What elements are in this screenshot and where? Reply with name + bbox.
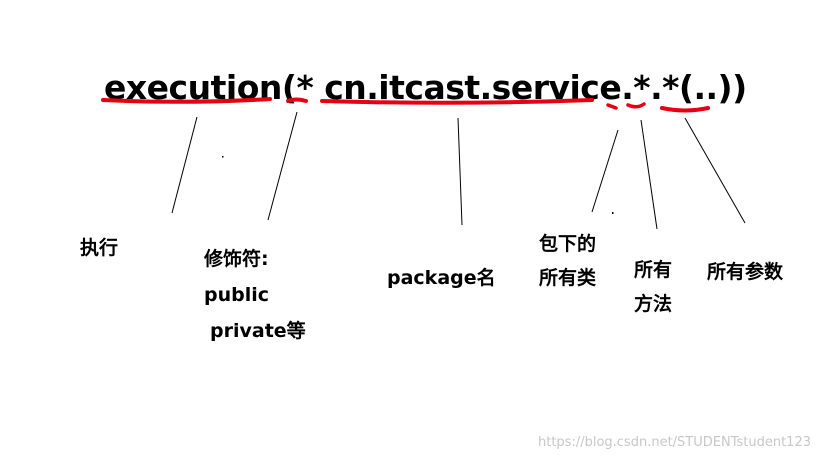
watermark: https://blog.csdn.net/STUDENTstudent123 bbox=[537, 435, 811, 450]
pointer-line-package bbox=[457, 117, 463, 226]
dot-separator-1: . bbox=[621, 68, 634, 107]
method-wildcard: * bbox=[662, 68, 679, 107]
pointer-line-classes bbox=[591, 129, 619, 213]
underline-execution bbox=[101, 97, 272, 104]
underline-return-type bbox=[286, 97, 308, 103]
label-all-params: 所有参数 bbox=[707, 261, 784, 283]
pointer-line-params bbox=[684, 117, 746, 224]
label-modifier: 修饰符: public private等 bbox=[204, 248, 306, 342]
execution-expression: execution(* cn.itcast.service.*.*(..)) bbox=[104, 62, 747, 114]
dot-separator-2: . bbox=[650, 68, 663, 107]
underline-method-wildcard bbox=[626, 102, 646, 109]
return-type-wildcard: * bbox=[296, 68, 314, 107]
stray-dot bbox=[612, 212, 614, 214]
open-paren: ( bbox=[281, 68, 297, 107]
underline-args bbox=[660, 106, 710, 113]
close-paren: ) bbox=[732, 68, 747, 107]
label-all-methods: 所有 方法 bbox=[634, 259, 673, 315]
args-wildcard: (..) bbox=[678, 68, 733, 107]
class-wildcard: * bbox=[633, 68, 651, 107]
underline-class-wildcard bbox=[606, 103, 618, 110]
pointer-line-execution bbox=[171, 116, 198, 214]
underline-package bbox=[320, 98, 594, 105]
stray-dot bbox=[222, 156, 224, 158]
pointer-line-modifier bbox=[267, 111, 298, 221]
label-execution: 执行 bbox=[80, 237, 119, 259]
pointer-line-methods bbox=[640, 119, 658, 230]
label-all-classes: 包下的 所有类 bbox=[539, 233, 597, 289]
label-package: package名 bbox=[387, 267, 496, 289]
